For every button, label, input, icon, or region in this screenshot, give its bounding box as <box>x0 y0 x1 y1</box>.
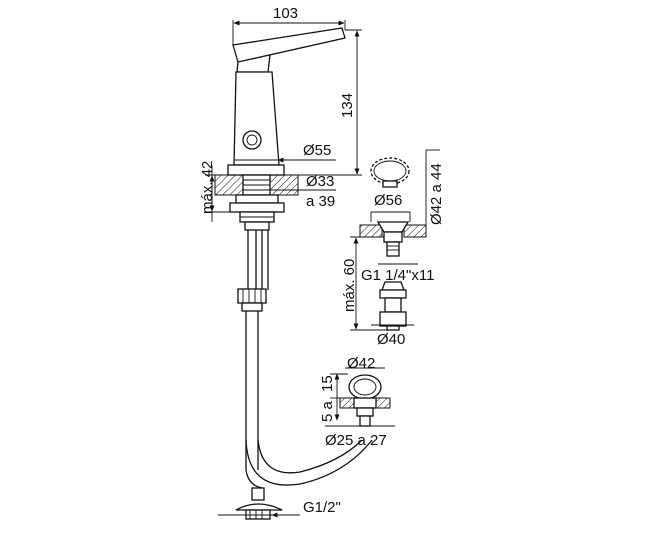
dim-max60: máx. 60 <box>341 259 358 312</box>
dim-15: 15 <box>319 375 336 392</box>
dim-d42: Ø42 <box>347 355 375 372</box>
dim-d55: Ø55 <box>303 142 331 159</box>
dim-d40: Ø40 <box>377 331 405 348</box>
deck-section <box>214 174 299 231</box>
dim-a39: a 39 <box>306 193 335 210</box>
dim-width-103: 103 <box>273 5 298 22</box>
supply-hose <box>235 230 373 520</box>
waste-fitting <box>339 374 391 427</box>
dim-g12: G1/2" <box>303 499 341 516</box>
aerator-icon <box>242 130 262 150</box>
waste-dimension-lines <box>325 367 395 427</box>
faucet-body <box>227 27 346 176</box>
dim-5a: 5 a <box>319 400 336 422</box>
dim-height-134: 134 <box>339 93 356 118</box>
drain-section <box>359 221 427 331</box>
dim-d42a44: Ø42 a 44 <box>428 163 445 225</box>
dimension-lines <box>205 20 362 518</box>
dim-d25a27: Ø25 a 27 <box>325 432 387 449</box>
dim-d56: Ø56 <box>374 192 402 209</box>
drain-top-view <box>370 157 410 188</box>
dim-d33: Ø33 <box>306 173 334 190</box>
dim-max42: máx. 42 <box>199 161 216 214</box>
drain-dimension-lines <box>350 149 440 331</box>
dim-g114: G1 1/4"x11 <box>361 267 434 284</box>
